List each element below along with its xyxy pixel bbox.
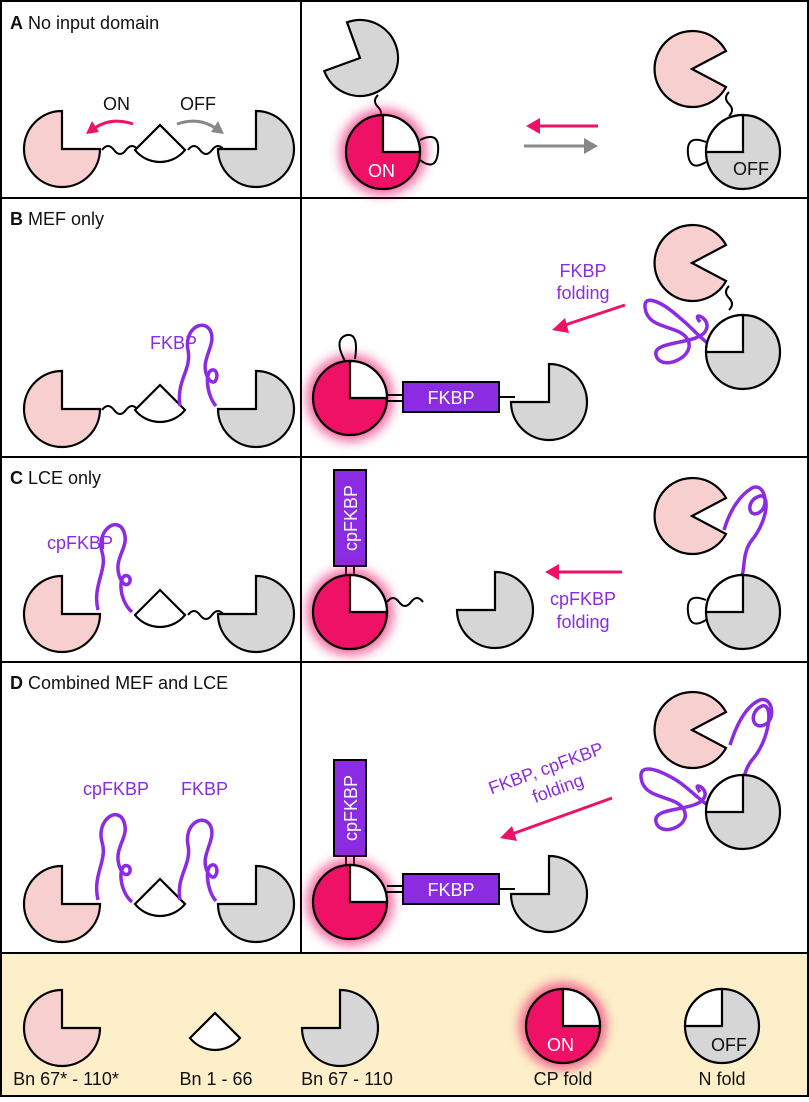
- a-on-arrow: [91, 119, 134, 132]
- svg-text:C LCE only: C LCE only: [10, 468, 101, 488]
- d-cpfkbp-box: [333, 759, 367, 857]
- legend-item-2: Bn 67 - 110: [301, 1069, 393, 1089]
- b-arrow-line2: folding: [556, 283, 609, 303]
- a-pink-top: [653, 29, 728, 109]
- legend-gray-domain: [300, 988, 380, 1068]
- c-cpfkbp-strand-folded: [722, 485, 768, 576]
- panel-d-title: Combined MEF and LCE: [28, 673, 228, 693]
- a-off-state: OFF: [733, 159, 769, 179]
- c-cpfkbp-box: [333, 469, 367, 567]
- a-off-label: OFF: [180, 94, 216, 114]
- d-tag2: FKBP: [181, 779, 228, 799]
- c-arrow-line2: folding: [556, 612, 609, 632]
- svg-text:B MEF only: B MEF only: [10, 209, 104, 229]
- panel-c-letter: C: [10, 468, 23, 488]
- b-tag: FKBP: [150, 333, 197, 353]
- a-on-state: ON: [368, 161, 395, 181]
- a-linker-right: [187, 145, 225, 155]
- a-on-label: ON: [103, 94, 130, 114]
- c-box-label: cpFKBP: [341, 485, 361, 551]
- panel-d: D Combined MEF and LCE cpFKBP FKBP cpFKB…: [10, 673, 782, 944]
- d-cpfkbp-strand: [95, 812, 134, 904]
- panel-b: B MEF only FKBP FKBP FKBP folding: [10, 209, 782, 449]
- panel-a-letter: A: [10, 13, 23, 33]
- d-box-v-label: cpFKBP: [341, 775, 361, 841]
- a-off-arrow: [176, 119, 219, 132]
- panel-d-letter: D: [10, 673, 23, 693]
- svg-text:A No input domain: A No input domain: [10, 13, 159, 33]
- b-fkbp-strand: [177, 323, 219, 408]
- legend-off-state: OFF: [711, 1035, 747, 1055]
- d-tag1: cpFKBP: [83, 779, 149, 799]
- d-strands-folded: [639, 697, 774, 832]
- legend-item-4: N fold: [698, 1069, 745, 1089]
- panel-b-title: MEF only: [28, 209, 104, 229]
- svg-text:D Combined MEF and LCE: D Combined MEF and LCE: [10, 673, 228, 693]
- a-gray-domain: [216, 109, 296, 189]
- b-box-label: FKBP: [427, 388, 474, 408]
- c-cpfkbp-strand: [95, 522, 134, 614]
- d-box-h-label: FKBP: [427, 880, 474, 900]
- panel-a-title: No input domain: [28, 13, 159, 33]
- b-arrow-line1: FKBP: [559, 261, 606, 281]
- d-fkbp-strand: [177, 818, 219, 903]
- a-pink-domain: [22, 109, 102, 189]
- legend-item-0: Bn 67* - 110*: [13, 1069, 119, 1089]
- legend-wedge: [188, 1011, 242, 1052]
- legend-pink-domain: [22, 988, 102, 1068]
- c-arrow-line1: cpFKBP: [550, 589, 616, 609]
- panel-c-title: LCE only: [28, 468, 101, 488]
- panel-a: A No input domain ON OFF ON: [10, 13, 782, 194]
- a-wedge: [133, 123, 187, 164]
- b-fkbp-box: [402, 381, 500, 413]
- panel-b-letter: B: [10, 209, 23, 229]
- d-fkbp-box: [402, 873, 500, 905]
- panel-c: C LCE only cpFKBP cpFKBP cpFKBP folding: [10, 468, 782, 654]
- legend-on-state: ON: [547, 1035, 574, 1055]
- b-fkbp-strand-folded: [643, 298, 719, 365]
- legend-item-1: Bn 1 - 66: [179, 1069, 252, 1089]
- legend: Bn 67* - 110* Bn 1 - 66 Bn 67 - 110 ON C…: [13, 984, 761, 1089]
- a-gray-top: [322, 18, 400, 98]
- c-tag: cpFKBP: [47, 533, 113, 553]
- legend-item-3: CP fold: [534, 1069, 593, 1089]
- legend-background: [2, 954, 807, 1095]
- a-linker-left: [101, 145, 139, 155]
